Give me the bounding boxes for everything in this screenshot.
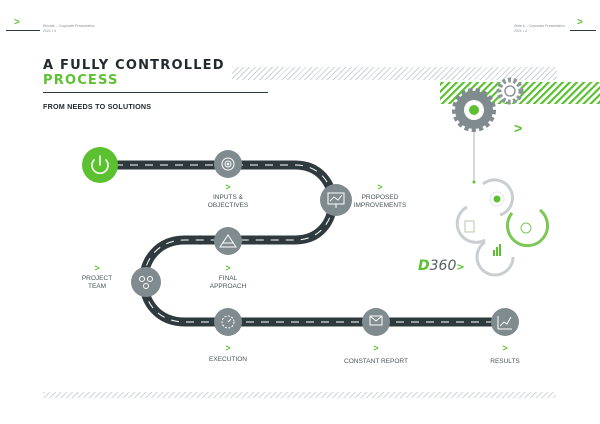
header-rule bbox=[6, 30, 40, 31]
chevron-icon: > bbox=[225, 182, 231, 192]
document-icon bbox=[464, 220, 475, 233]
cluster-ring-right bbox=[506, 208, 550, 248]
target-icon bbox=[221, 157, 235, 171]
chevron-icon: > bbox=[94, 263, 100, 273]
header-right: Slide 6 – Corporate Presentation 2021 • … bbox=[480, 0, 600, 34]
report-icon bbox=[369, 315, 383, 326]
gear-small-icon bbox=[496, 77, 524, 105]
presentation-icon bbox=[327, 192, 345, 208]
team-icon bbox=[139, 276, 153, 289]
step-node-results[interactable] bbox=[491, 308, 519, 336]
step-node-report[interactable] bbox=[362, 308, 390, 336]
globe-icon bbox=[493, 195, 501, 203]
title-rule bbox=[43, 92, 268, 93]
bulb-icon bbox=[520, 222, 532, 234]
step-label-execution: EXECUTION bbox=[209, 356, 247, 363]
chevron-icon: > bbox=[377, 182, 383, 192]
step-label-report: CONSTANT REPORT bbox=[344, 358, 408, 365]
power-icon bbox=[91, 155, 109, 175]
page-title: A FULLY CONTROLLED PROCESS bbox=[43, 58, 225, 88]
header-rule bbox=[570, 30, 596, 31]
header-left-title: Elevate – Corporate Presentation bbox=[43, 24, 95, 28]
step-node-team[interactable] bbox=[131, 267, 161, 297]
gear-large-icon bbox=[452, 88, 496, 132]
chevron-icon: > bbox=[225, 343, 231, 353]
step-node-proposed[interactable] bbox=[320, 184, 352, 216]
page-title-line2: PROCESS bbox=[43, 73, 119, 88]
blueprint-icon bbox=[219, 234, 237, 248]
gauge-icon bbox=[221, 315, 235, 329]
bottom-hatch bbox=[43, 392, 556, 398]
growth-chart-icon bbox=[497, 316, 512, 330]
cluster-ring-left bbox=[455, 205, 486, 244]
cluster-ring-top bbox=[482, 178, 514, 217]
page-title-line1: A FULLY CONTROLLED bbox=[43, 58, 225, 73]
header-left: > Elevate – Corporate Presentation 2021 … bbox=[0, 0, 120, 34]
chevron-logo-icon: > bbox=[514, 120, 522, 136]
step-node-inputs[interactable] bbox=[214, 150, 242, 178]
header-right-subtitle: 2021 • 4 bbox=[514, 29, 527, 33]
road-path bbox=[100, 160, 505, 327]
chevron-icon: > bbox=[225, 263, 231, 273]
connector-dot bbox=[472, 180, 476, 184]
road-center-line bbox=[100, 164, 505, 323]
header-left-subtitle: 2021 • 4 bbox=[43, 29, 56, 33]
chevron-icon: > bbox=[502, 343, 508, 353]
cluster-ring-bottom bbox=[475, 240, 515, 277]
step-label-results: RESULTS bbox=[490, 358, 520, 365]
step-node-execution[interactable] bbox=[214, 308, 242, 336]
chevron-logo-icon: > bbox=[14, 17, 20, 28]
chevron-icon: > bbox=[373, 343, 379, 353]
chevron-logo-icon: > bbox=[577, 17, 583, 28]
d360-logo: D360> bbox=[418, 258, 465, 274]
header-right-title: Slide 6 – Corporate Presentation bbox=[514, 24, 565, 28]
start-node[interactable] bbox=[82, 147, 118, 183]
step-node-final[interactable] bbox=[214, 227, 242, 255]
step-label-inputs: INPUTS &OBJECTIVES bbox=[207, 194, 249, 209]
bar-icon bbox=[493, 250, 495, 256]
title-hatch bbox=[232, 67, 557, 80]
page-subtitle: FROM NEEDS TO SOLUTIONS bbox=[43, 102, 152, 111]
